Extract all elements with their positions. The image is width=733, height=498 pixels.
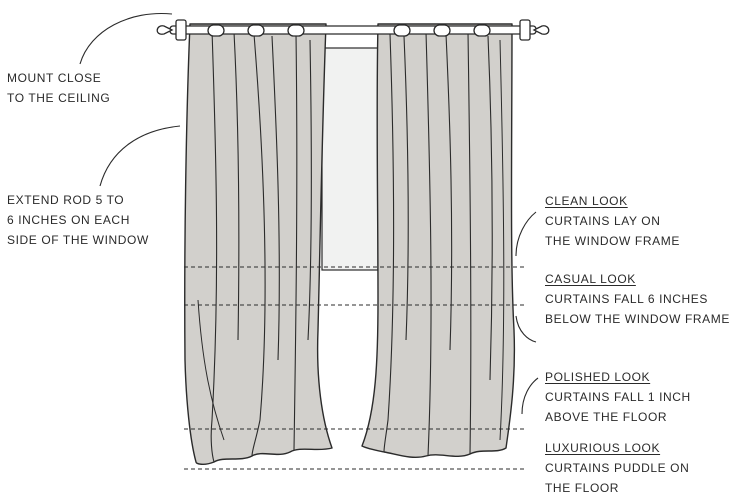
grommets [207,24,491,37]
option-casual-look-title: CASUAL LOOK [545,272,636,286]
pointer-line-polished [521,377,539,415]
left-curtain-panel [184,23,333,465]
window [321,47,379,271]
option-luxurious-look: LUXURIOUS LOOK CURTAINS PUDDLE ON THE FL… [545,438,689,498]
option-clean-look: CLEAN LOOK CURTAINS LAY ON THE WINDOW FR… [545,191,680,251]
pointer-line-mount [79,12,173,65]
option-casual-look-description: CURTAINS FALL 6 INCHES BELOW THE WINDOW … [545,292,730,326]
note-mount-close: MOUNT CLOSE TO THE CEILING [7,68,110,108]
option-polished-look-title: POLISHED LOOK [545,370,651,384]
grommet [393,24,411,37]
rod-finial-right [532,25,550,35]
right-curtain-panel [361,23,516,459]
rod-bracket-right [519,19,531,41]
pointer-line-extend [99,125,181,187]
option-clean-look-description: CURTAINS LAY ON THE WINDOW FRAME [545,214,680,248]
grommet [473,24,491,37]
option-luxurious-look-description: CURTAINS PUDDLE ON THE FLOOR [545,461,690,495]
option-polished-look: POLISHED LOOK CURTAINS FALL 1 INCH ABOVE… [545,367,691,427]
grommet [433,24,451,37]
note-mount-close-text: MOUNT CLOSE TO THE CEILING [7,71,111,105]
grommet [287,24,305,37]
option-polished-look-description: CURTAINS FALL 1 INCH ABOVE THE FLOOR [545,390,691,424]
grommet [247,24,265,37]
pointer-line-clean [515,211,537,257]
grommet [207,24,225,37]
option-casual-look: CASUAL LOOK CURTAINS FALL 6 INCHES BELOW… [545,269,730,329]
option-luxurious-look-title: LUXURIOUS LOOK [545,441,661,455]
rod-finial-left [156,25,174,35]
pointer-line-casual [515,315,537,343]
note-extend-rod: EXTEND ROD 5 TO 6 INCHES ON EACH SIDE OF… [7,190,149,250]
option-clean-look-title: CLEAN LOOK [545,194,628,208]
rod-bracket-left [175,19,187,41]
note-extend-rod-text: EXTEND ROD 5 TO 6 INCHES ON EACH SIDE OF… [7,193,149,247]
